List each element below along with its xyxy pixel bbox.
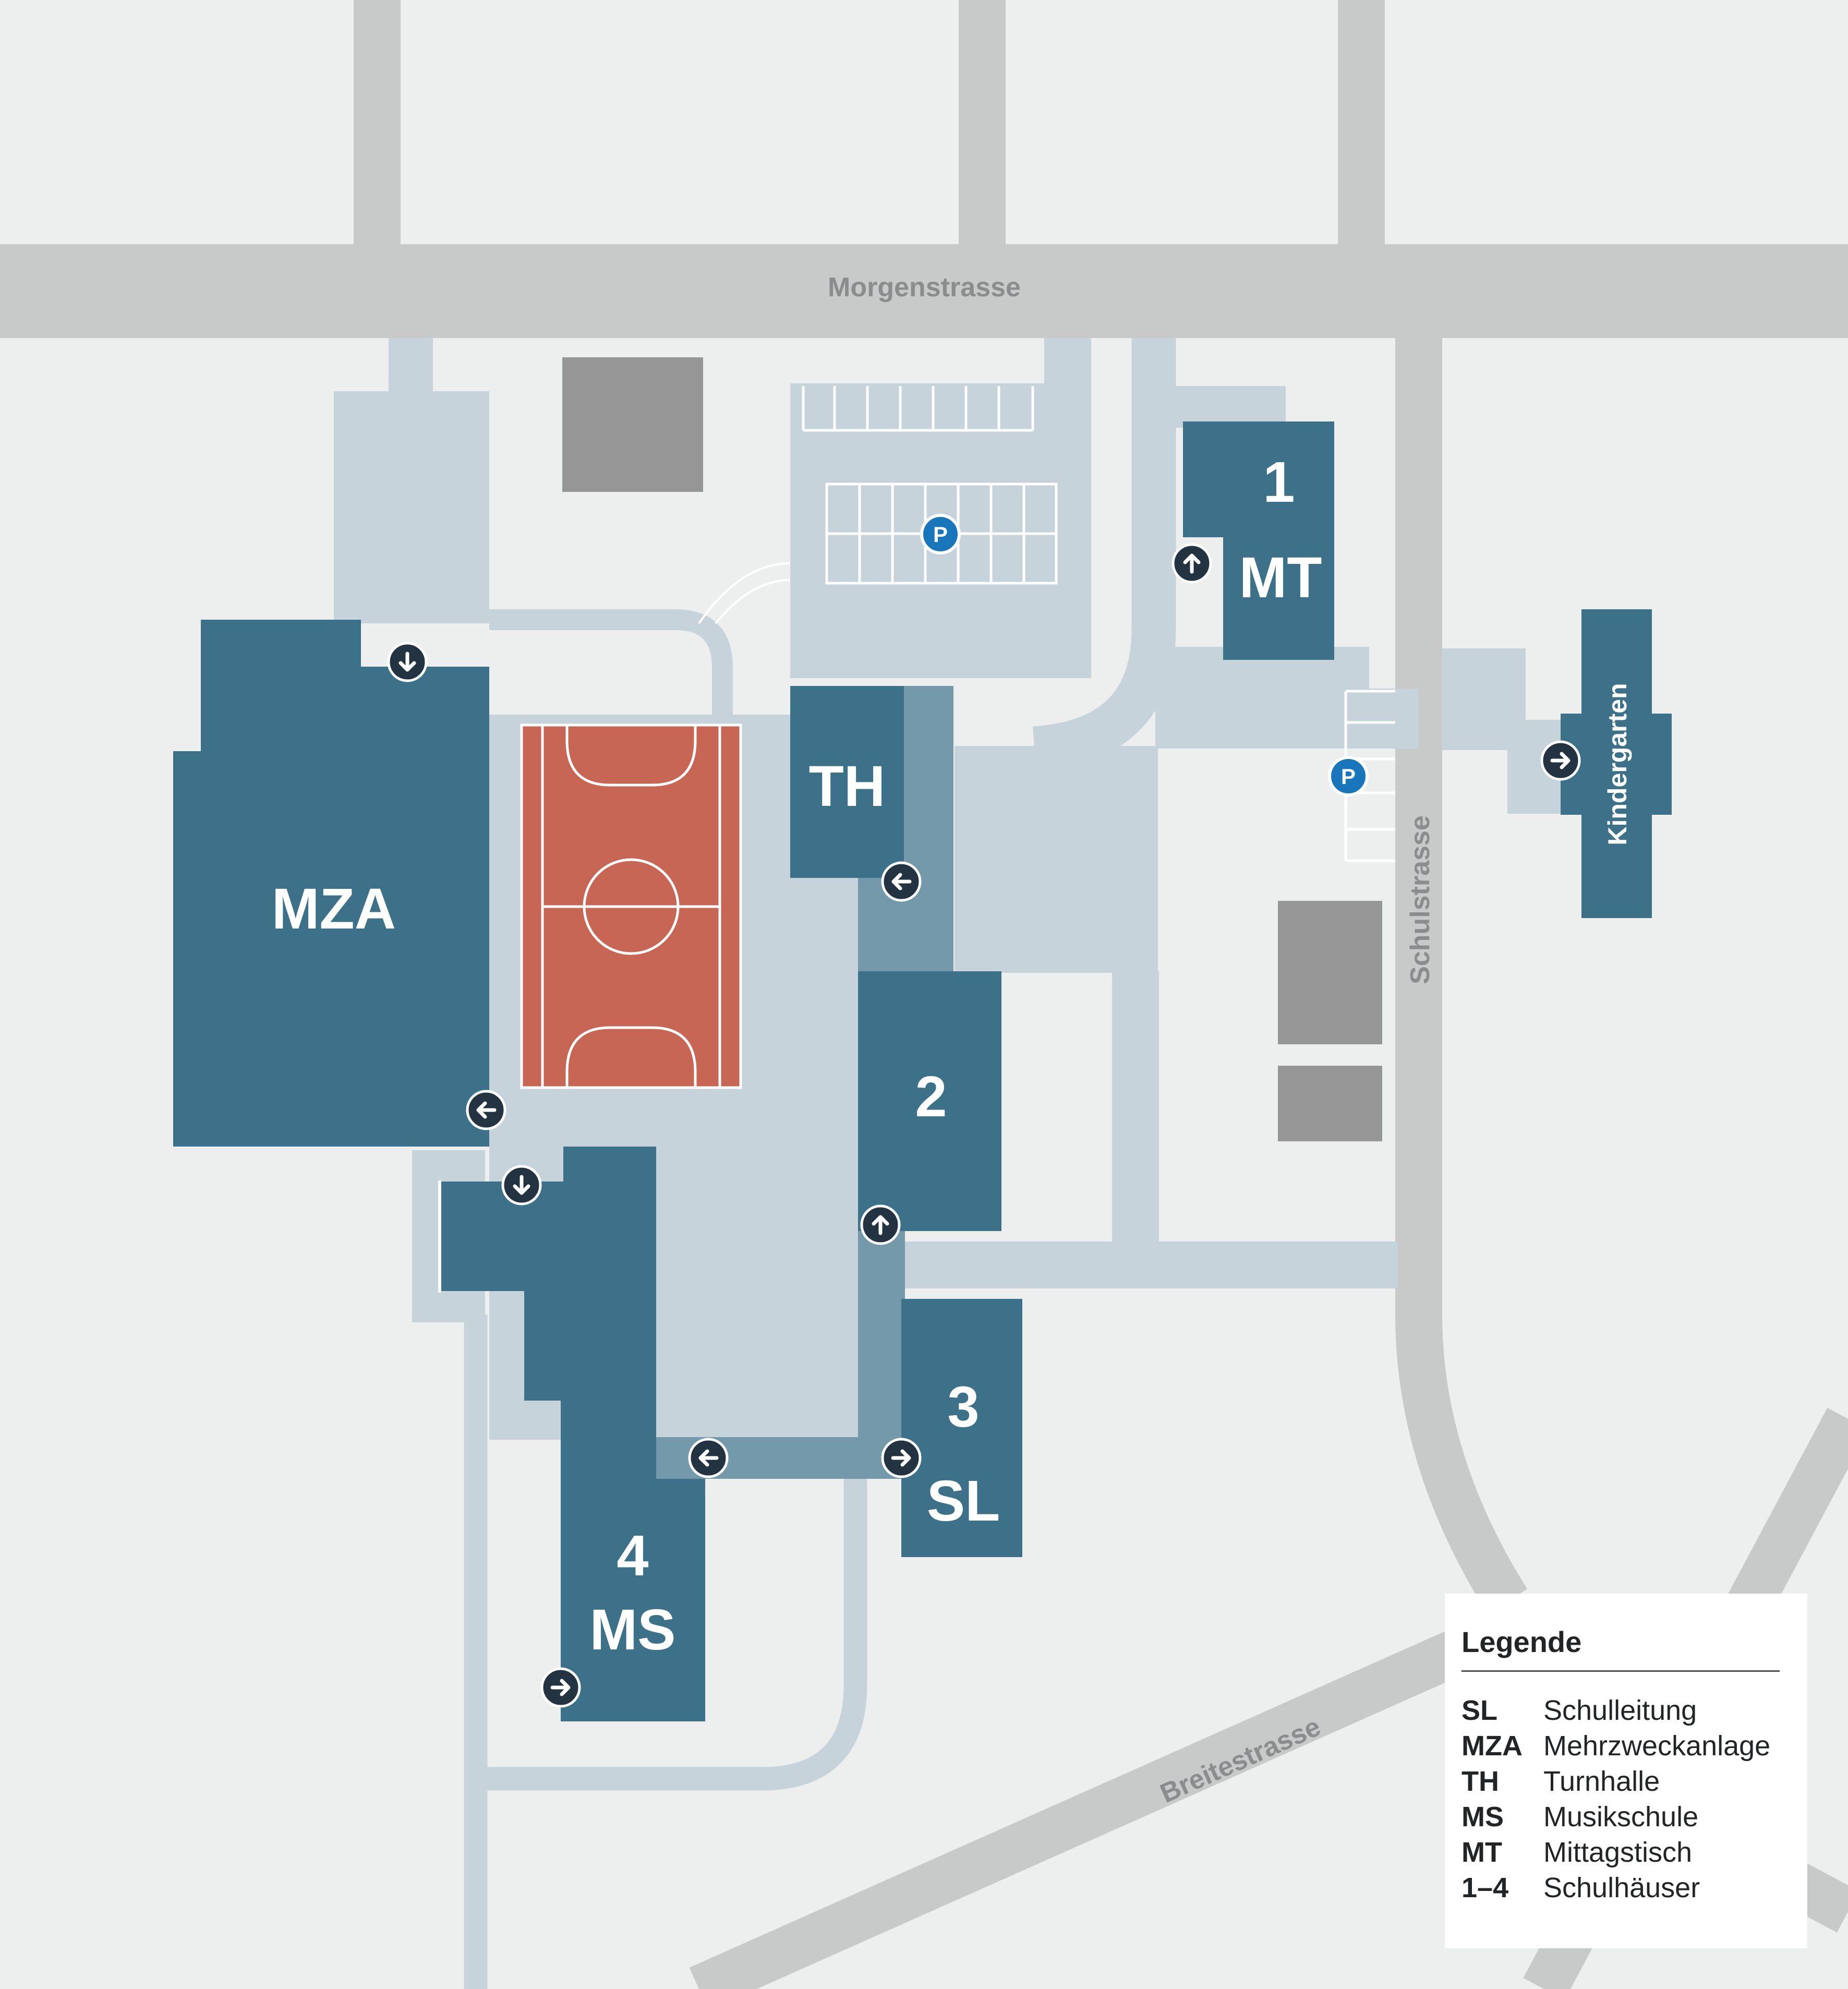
label-th: TH <box>809 754 886 818</box>
entrance-arrow-icon[interactable] <box>881 861 922 902</box>
entrance-arrow-icon[interactable] <box>688 1438 729 1478</box>
label-ms: MS <box>590 1598 676 1662</box>
legend-code: MZA <box>1462 1730 1523 1762</box>
legend-code: SL <box>1462 1695 1498 1726</box>
svg-text:P: P <box>1341 764 1356 789</box>
path-curve-north <box>1032 338 1176 771</box>
building-kindergarten[interactable] <box>1561 609 1672 918</box>
path-east-main <box>955 746 1158 973</box>
legend-item: TH Turnhalle <box>1462 1764 1791 1799</box>
steps-arc <box>698 562 791 624</box>
parking-row-top <box>802 386 1034 432</box>
entrance-arrow-icon[interactable] <box>501 1165 542 1206</box>
path-nw-plaza <box>334 391 489 623</box>
legend-item: MZA Mehrzweckanlage <box>1462 1728 1791 1764</box>
path-nw-link <box>389 338 433 395</box>
legend-code: MS <box>1462 1801 1504 1833</box>
legend-name: Mittagstisch <box>1543 1837 1693 1868</box>
label-sl: SL <box>927 1469 1000 1533</box>
legend-item: MS Musikschule <box>1462 1799 1791 1835</box>
entrance-arrow-icon[interactable] <box>860 1204 901 1245</box>
label-4: 4 <box>617 1524 648 1588</box>
entrance-arrow-icon[interactable] <box>387 642 428 682</box>
path-mt-strip <box>1155 386 1286 428</box>
road-breitestrasse[interactable] <box>689 1621 1486 1989</box>
entrance-arrow-icon[interactable] <box>881 1438 922 1478</box>
entrance-arrow-icon[interactable] <box>1171 543 1212 584</box>
legend-item: 1–4 Schulhäuser <box>1462 1870 1791 1906</box>
legend-title: Legende <box>1462 1625 1582 1658</box>
legend-code: MT <box>1462 1837 1502 1868</box>
legend-name: Turnhalle <box>1543 1766 1660 1797</box>
road-north-1 <box>354 0 401 245</box>
label-schulstrasse: Schulstrasse <box>1405 815 1435 984</box>
svg-text:P: P <box>933 522 948 547</box>
grey-block-north <box>562 357 703 492</box>
grey-block-east-2 <box>1278 1066 1382 1141</box>
label-3: 3 <box>947 1375 979 1439</box>
legend-name: Schulleitung <box>1543 1695 1697 1726</box>
grey-block-east-1 <box>1278 901 1382 1044</box>
legend-panel: Legende SL Schulleitung MZA Mehrzweckanl… <box>1445 1594 1807 1948</box>
label-mza: MZA <box>272 877 396 941</box>
path-south-corridor <box>897 1241 1398 1288</box>
path-loop-north <box>489 609 733 720</box>
entrance-arrow-icon[interactable] <box>1540 740 1581 781</box>
path-loop-south <box>476 1476 867 1791</box>
road-morgenstrasse[interactable] <box>0 244 1848 338</box>
grey-blocks <box>562 357 1382 1141</box>
legend-divider <box>1462 1670 1780 1672</box>
legend-name: Mehrzweckanlage <box>1543 1730 1771 1762</box>
building-3-sl[interactable] <box>901 1299 1022 1557</box>
parking-stalls-east <box>1344 690 1395 862</box>
legend-code: TH <box>1462 1766 1499 1797</box>
entrance-arrow-icon[interactable] <box>466 1090 506 1130</box>
path-east-plaza <box>1155 647 1369 749</box>
legend-code: 1–4 <box>1462 1872 1509 1903</box>
building-4-ms[interactable] <box>441 1147 705 1721</box>
road-north-2 <box>959 0 1006 245</box>
legend-item: SL Schulleitung <box>1462 1693 1791 1728</box>
roads <box>0 0 1848 338</box>
building-th[interactable] <box>790 686 904 878</box>
path-lower-vertical <box>1112 970 1159 1247</box>
label-mt: MT <box>1239 546 1322 610</box>
entrance-arrow-icon[interactable] <box>540 1667 581 1708</box>
building-2[interactable] <box>858 971 1001 1231</box>
road-north-3 <box>1338 0 1385 245</box>
corridor-2-3 <box>858 1228 905 1448</box>
legend-name: Musikschule <box>1543 1801 1699 1833</box>
label-1: 1 <box>1263 450 1295 514</box>
label-2: 2 <box>915 1065 947 1129</box>
parking-icon[interactable]: P <box>1328 756 1369 797</box>
legend-item: MT Mittagstisch <box>1462 1835 1791 1870</box>
building-1-mt[interactable] <box>1183 421 1334 660</box>
road-schulstrasse[interactable] <box>1395 338 1528 1614</box>
legend-name: Schulhäuser <box>1543 1872 1700 1903</box>
path-parking-link <box>1044 338 1091 401</box>
sports-court <box>520 724 742 1089</box>
building-mza[interactable] <box>173 620 489 1147</box>
buildings <box>173 421 1672 1721</box>
parking-icon[interactable]: P <box>920 514 961 554</box>
label-morgenstrasse: Morgenstrasse <box>828 272 1021 303</box>
label-kindergarten: Kindergarten <box>1603 683 1632 845</box>
